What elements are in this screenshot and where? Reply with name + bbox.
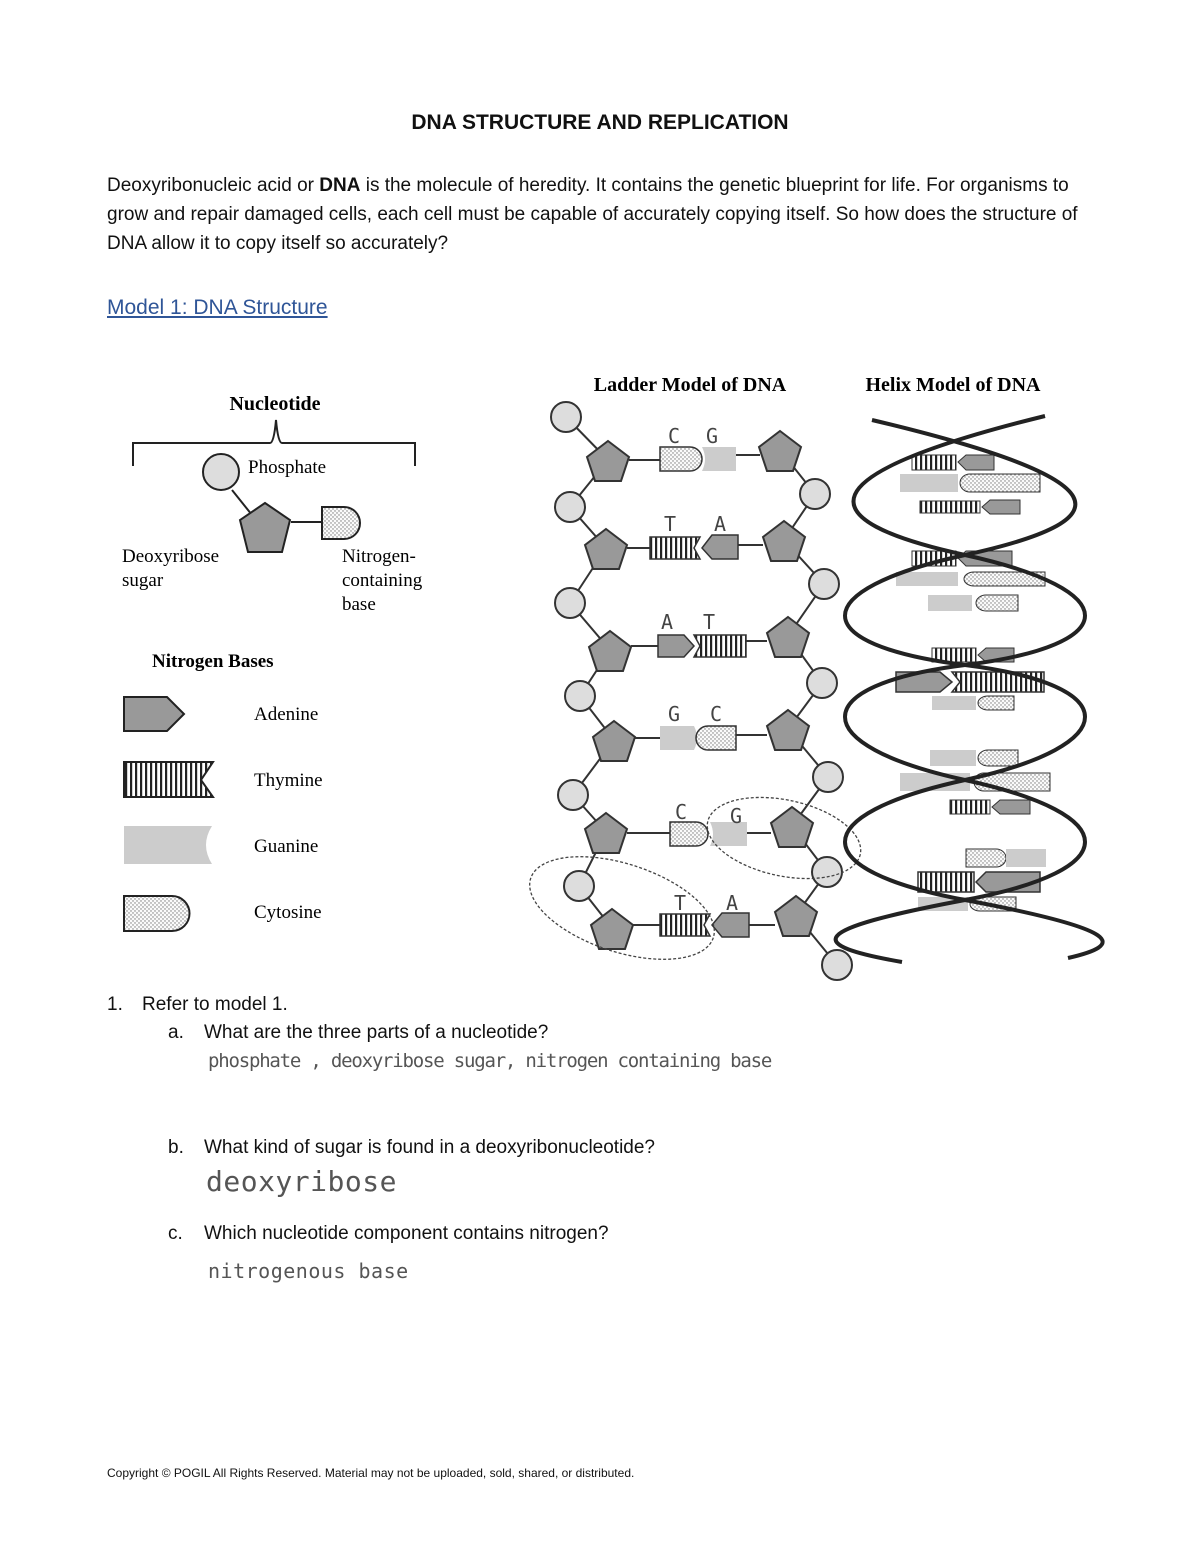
question-c-label: c. [168,1223,183,1244]
ladder-sugar [769,805,815,848]
ladder-sugar [773,894,819,937]
question-1-number: 1. [107,994,123,1015]
ladder-base-guanine [710,822,747,846]
ladder-base-guanine [702,447,736,471]
intro-dna-bold: DNA [319,175,361,196]
dna-model-figure: Nucleotide Phosphate Deoxyribose sugar N… [122,374,1105,981]
phosphate-label: Phosphate [248,457,326,478]
ladder-phosphate [821,949,853,981]
ladder-base-thymine [649,536,702,560]
cytosine-base-shape [321,506,361,540]
ladder-base-adenine [701,534,739,560]
ladder-phosphate [554,587,586,619]
helix-model-title: Helix Model of DNA [866,374,1042,396]
ladder-sugar [757,429,803,472]
ladder-phosphate [806,667,838,699]
sugar-pentagon [238,501,292,553]
ladder-base-cytosine [695,725,737,751]
answer-a-handwritten: phosphate , deoxyribose sugar, nitrogen … [208,1050,772,1072]
ladder-phosphate [799,478,831,510]
svg-text:G: G [706,424,719,448]
adenine-legend-icon [123,696,186,732]
ladder-sugar [589,907,635,950]
base-label-line1: Nitrogen- [342,546,416,567]
intro-text-end: is the molecule of heredity. It contains… [107,175,1078,254]
cytosine-legend-label: Cytosine [254,902,322,923]
page-title: DNA STRUCTURE AND REPLICATION [411,111,789,134]
answer-b-handwritten: deoxyribose [206,1165,397,1198]
ladder-sugar [583,527,629,570]
ladder-phosphate [554,491,586,523]
ladder-phosphate [812,761,844,793]
svg-text:C: C [668,424,681,448]
intro-paragraph: Deoxyribonucleic acid or DNA is the mole… [107,171,1097,258]
base-label-line2: containing [342,570,423,591]
question-b-text: What kind of sugar is found in a deoxyri… [204,1137,655,1158]
ladder-model-title: Ladder Model of DNA [594,374,787,396]
ladder-phosphate [811,856,843,888]
ladder-base-thymine [659,913,712,937]
svg-text:T: T [674,891,687,915]
ladder-base-adenine [657,634,696,658]
sugar-label-line1: Deoxyribose [122,546,219,567]
question-b-label: b. [168,1137,184,1158]
ladder-base-adenine [711,912,750,938]
svg-text:T: T [703,610,716,634]
ladder-sugar [765,708,811,751]
answer-c-handwritten: nitrogenous base [208,1259,409,1283]
svg-text:A: A [714,512,727,536]
ladder-sugar [583,811,629,854]
svg-text:C: C [710,702,723,726]
question-a-label: a. [168,1022,184,1043]
ladder-phosphate [557,779,589,811]
ladder-phosphate [808,568,840,600]
guanine-legend-icon [124,826,212,864]
cytosine-legend-icon [123,895,191,932]
ladder-base-cytosine [669,821,709,847]
helix-bases [895,454,1051,912]
ladder-phosphate [563,870,595,902]
ladder-sugar [765,615,811,658]
question-c-text: Which nucleotide component contains nitr… [204,1223,609,1244]
phosphate-circle [202,453,240,491]
base-label-line3: base [342,594,376,615]
ladder-sugar [587,629,633,672]
ladder-phosphate [564,680,596,712]
question-1-text: Refer to model 1. [142,994,288,1015]
ladder-sugar [591,719,637,762]
helix-strand-2 [833,414,1087,964]
nucleotide-circle-annotation [529,856,715,960]
ladder-sugar [585,439,631,482]
svg-text:C: C [675,800,688,824]
intro-text-start: Deoxyribonucleic acid or [107,175,320,196]
nucleotide-title: Nucleotide [229,393,320,415]
nucleotide-circle-annotation [706,796,862,880]
thymine-legend-icon [123,761,215,798]
ladder-phosphate [550,401,582,433]
svg-text:G: G [730,804,743,828]
ladder-base-cytosine [659,446,703,472]
bases-legend-title: Nitrogen Bases [152,651,274,672]
model-heading: Model 1: DNA Structure [107,296,328,319]
adenine-legend-label: Adenine [254,704,318,725]
sugar-label-line2: sugar [122,570,164,591]
copyright-footer: Copyright © POGIL All Rights Reserved. M… [107,1466,635,1480]
svg-text:A: A [726,891,739,915]
ladder-sugar [761,519,807,562]
question-a-text: What are the three parts of a nucleotide… [204,1022,549,1043]
svg-text:A: A [661,610,674,634]
svg-text:T: T [664,512,677,536]
thymine-legend-label: Thymine [254,770,323,791]
ladder-base-guanine [660,726,697,750]
svg-text:G: G [668,702,681,726]
handwritten-base-letters: C G T A A T G C C G T A [661,424,743,915]
ladder-base-thymine [692,634,747,658]
guanine-legend-label: Guanine [254,836,318,857]
nucleotide-bracket [132,419,416,466]
